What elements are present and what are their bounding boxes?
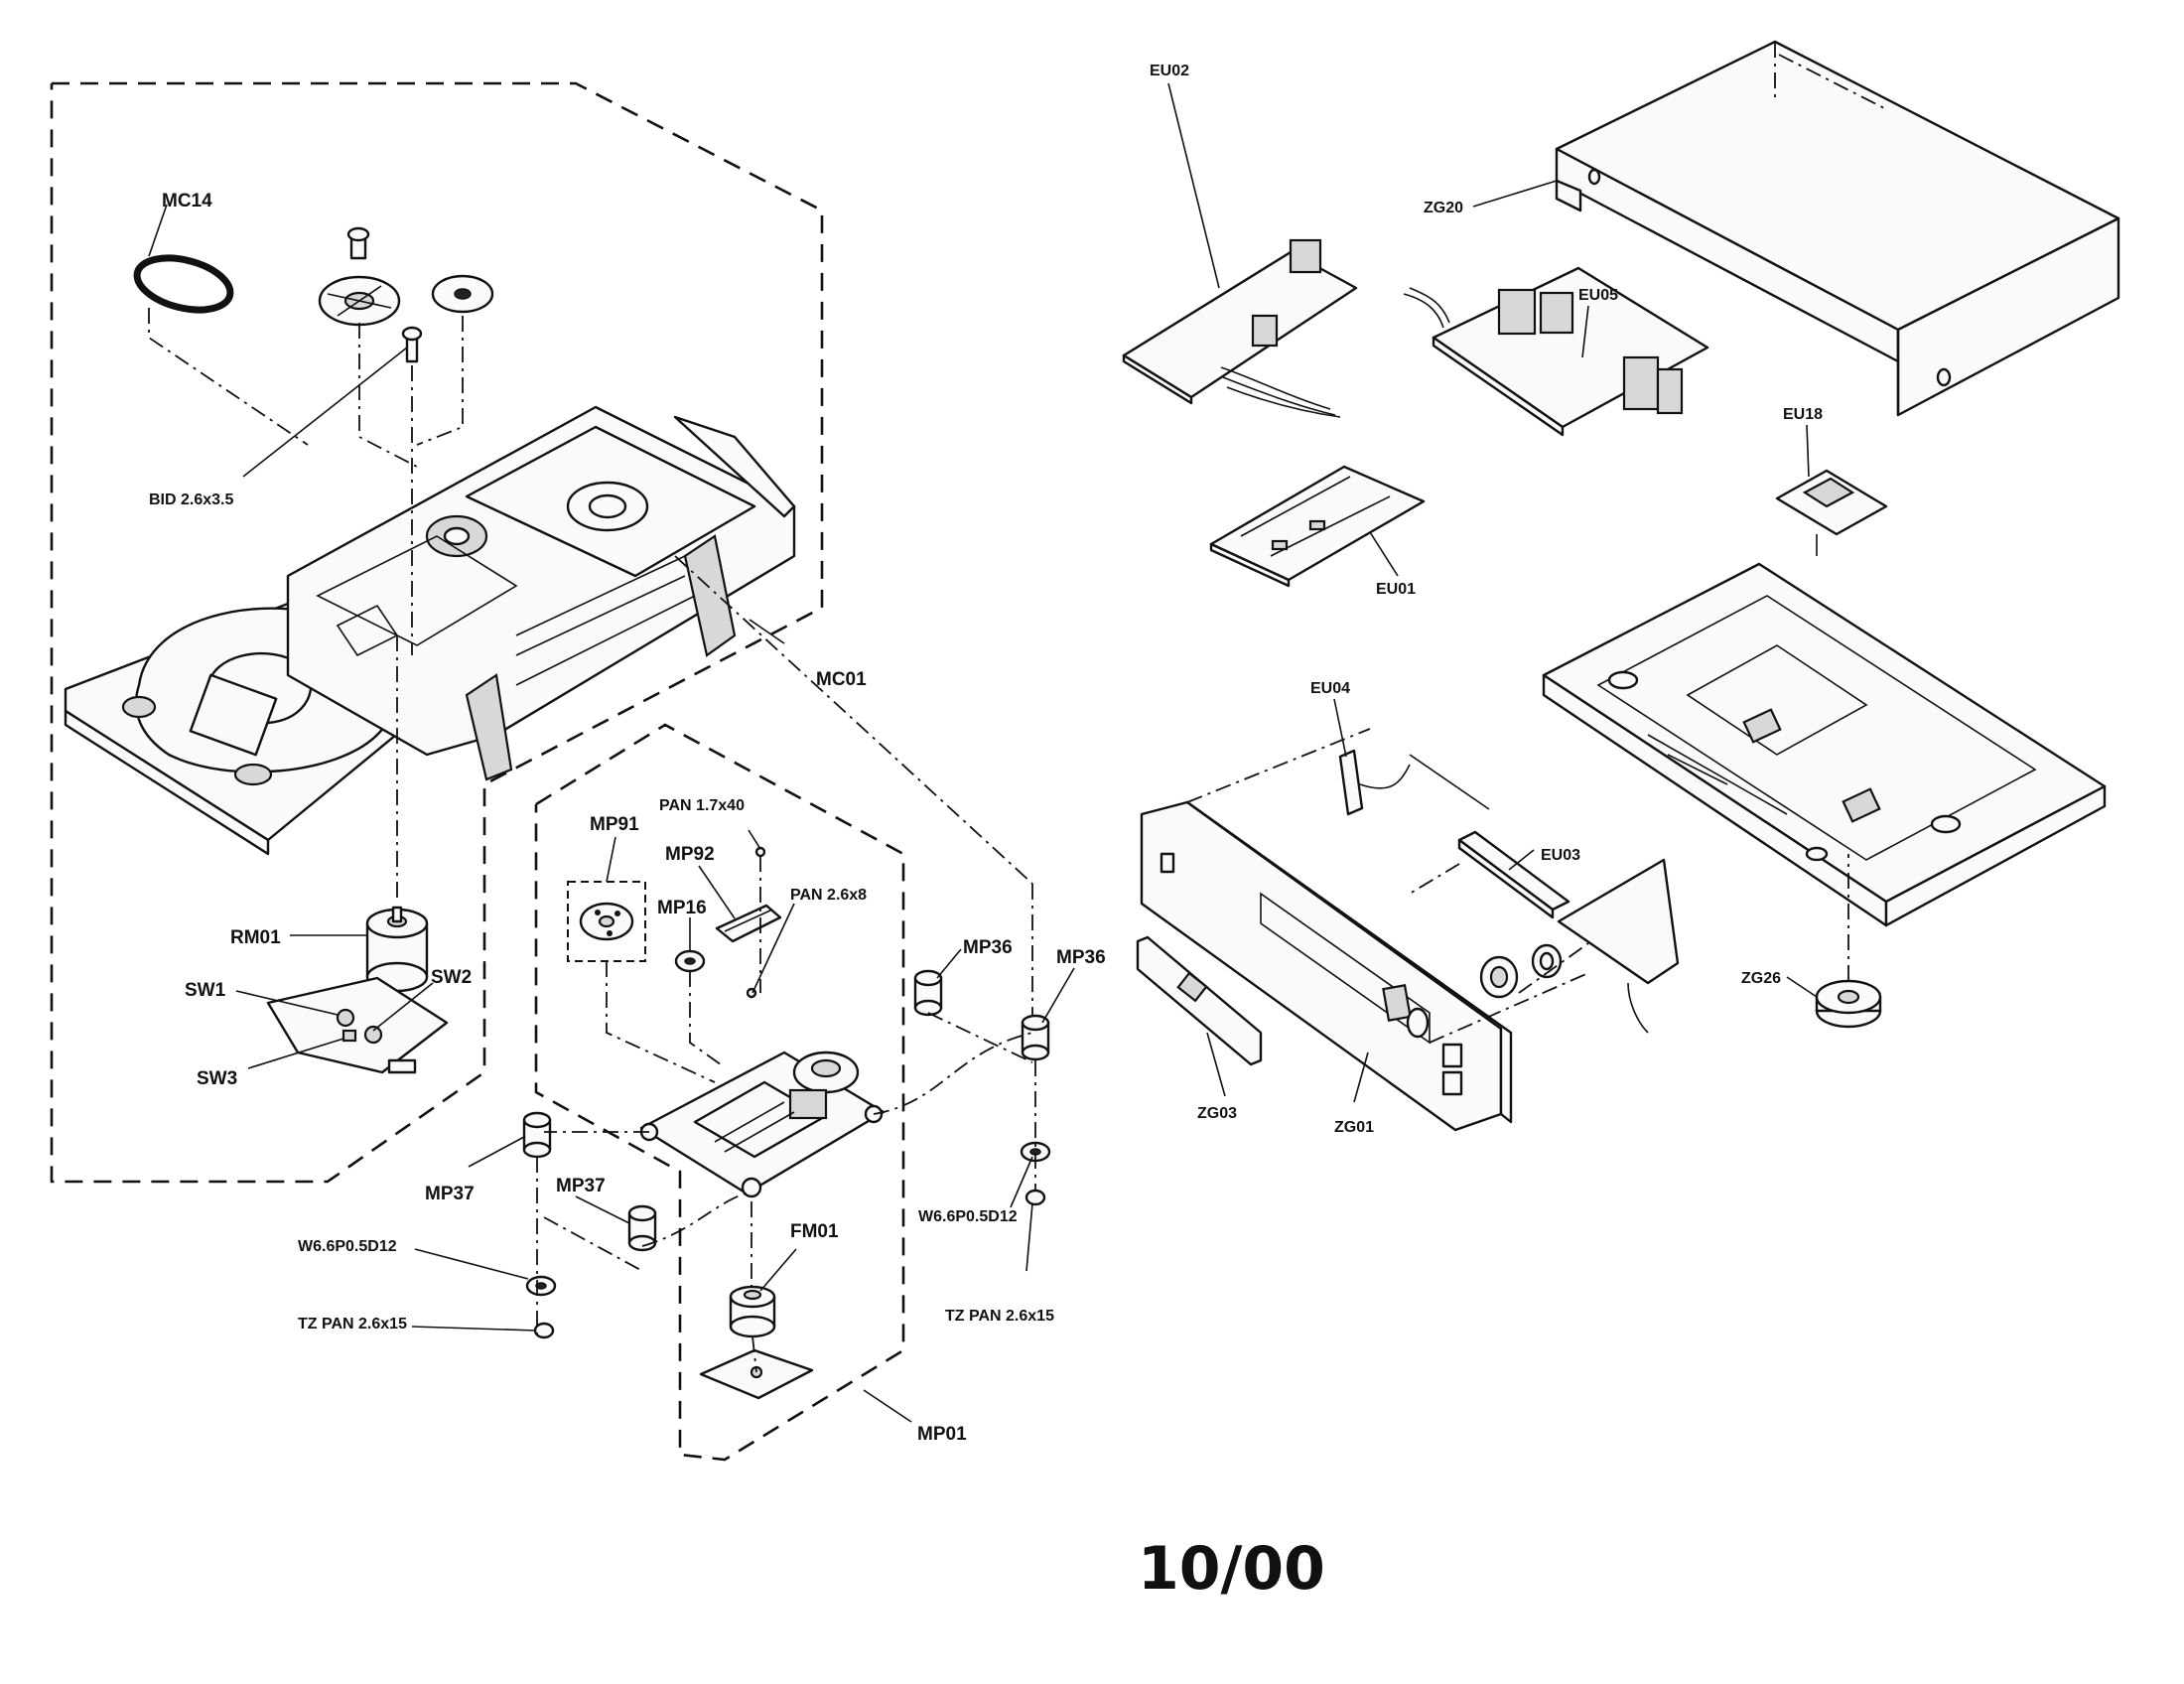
chassis-bottom [1542,562,2107,927]
board-eu04 [1338,749,1411,816]
mp01-group-boundary [534,723,905,1462]
fan-motor-fm01 [729,1285,776,1338]
label-tz-left: TZ PAN 2.6x15 [298,1316,407,1333]
board-eu05 [1403,266,1709,437]
part-labels: MC14 BID 2.6x3.5 MC01 RM01 SW1 SW2 SW3 M… [149,63,1823,1604]
spindle-hub-mp91 [567,881,646,962]
label-mp16: MP16 [657,898,707,918]
label-eu18: EU18 [1783,406,1823,423]
label-mp37b: MP37 [556,1176,606,1196]
label-zg03: ZG03 [1197,1105,1237,1122]
label-mc01: MC01 [816,669,867,690]
label-zg20: ZG20 [1424,200,1463,216]
label-sw3: SW3 [197,1068,237,1089]
mechanism-chassis [286,405,796,781]
damper-mp36a [913,969,943,1017]
label-pan17: PAN 1.7x40 [659,797,745,814]
mc01-group-boundary [50,81,824,1184]
label-zg26: ZG26 [1741,970,1781,987]
label-fm01: FM01 [790,1221,839,1242]
front-panel-zg01 [1140,800,1513,1132]
label-w66-left: W6.6P0.5D12 [298,1238,397,1255]
washer-mp16 [674,949,706,973]
label-eu05: EU05 [1578,287,1618,304]
pulley [318,226,401,327]
switch-board [266,976,449,1074]
board-eu01 [1209,465,1426,588]
label-mp91: MP91 [590,814,639,835]
damper-mp37b [627,1204,657,1252]
damper-mp36b [1021,1014,1050,1061]
assembly-lines-pickup [536,856,1036,1373]
board-eu18 [1775,469,1888,556]
board-eu02 [1122,238,1358,418]
label-zg01: ZG01 [1334,1119,1374,1136]
label-rm01: RM01 [230,927,281,948]
label-mp37a: MP37 [425,1184,475,1204]
label-bid: BID 2.6x3.5 [149,491,233,508]
label-mp01: MP01 [917,1424,967,1445]
label-eu02: EU02 [1150,63,1189,79]
label-pan26x8: PAN 2.6x8 [790,887,867,904]
label-mp36b: MP36 [1056,947,1106,968]
leader-lines [148,82,1818,1423]
label-sw1: SW1 [185,980,226,1001]
label-eu01: EU01 [1376,581,1416,598]
label-eu03: EU03 [1541,847,1580,864]
label-sw2: SW2 [431,967,472,988]
rear-bracket [1479,858,1680,1034]
guide-mp92 [715,904,782,943]
label-mp36a: MP36 [963,937,1013,958]
footer-date: 10/00 [1138,1534,1325,1604]
motor-bracket [699,1348,814,1400]
label-eu04: EU04 [1310,680,1350,697]
foot-zg26 [1815,854,1882,1029]
label-tz-right: TZ PAN 2.6x15 [945,1308,1054,1325]
board-eu03 [1409,754,1570,919]
label-w66-right: W6.6P0.5D12 [918,1208,1018,1225]
label-mp92: MP92 [665,844,715,865]
pickup-base-plate [639,1051,886,1198]
bid-screw [401,326,423,363]
belt-mc14 [133,254,234,314]
door-zg03 [1136,935,1263,1066]
damper-mp37a [522,1111,552,1159]
motor-rm01 [365,906,429,993]
top-cover-zg20 [1555,40,2120,417]
assembly-lines-right [1186,728,1589,1044]
gear-disc [431,274,494,314]
label-mc14: MC14 [162,191,212,211]
